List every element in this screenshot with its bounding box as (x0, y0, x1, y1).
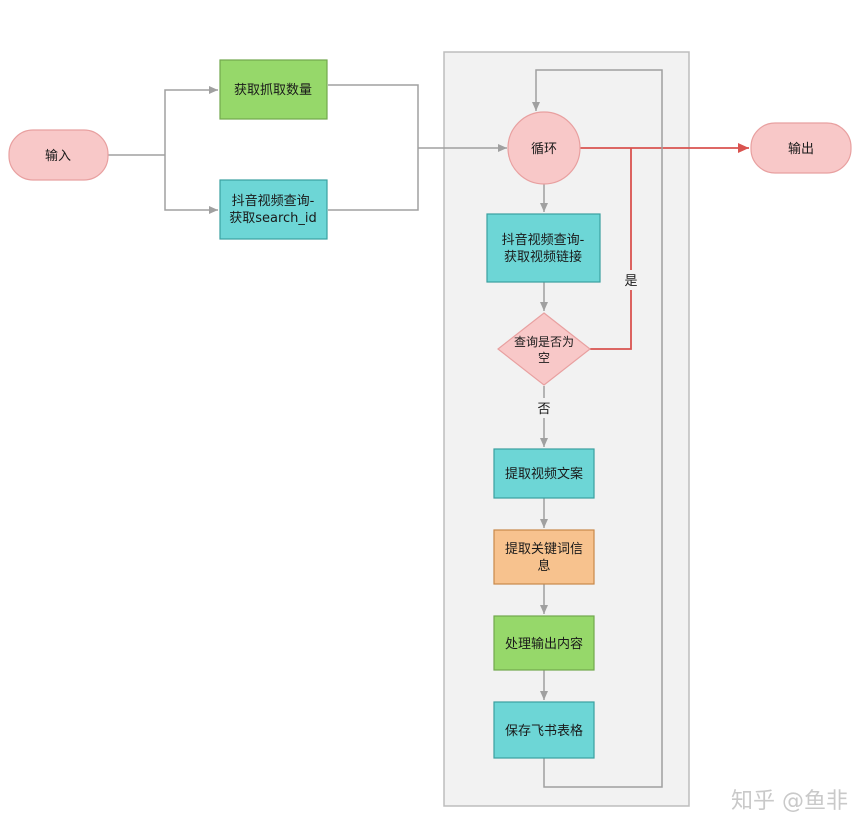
keywords-label-line2: 息 (537, 558, 550, 574)
extract-copy-node (493, 448, 595, 499)
edge-get-count-to-merge (328, 84, 419, 148)
loop-container (443, 51, 690, 807)
input-node (8, 129, 109, 181)
search-id-node (219, 179, 328, 240)
output-node (750, 122, 852, 174)
loop-node (507, 111, 581, 185)
output-label: 输出 (788, 141, 814, 157)
search-id-label-line2: 获取search_id (229, 211, 317, 226)
edge-to-get-count (164, 86, 218, 155)
edge-yes-label-bg (620, 270, 642, 290)
edge-no-label: 否 (537, 402, 550, 417)
process-output-label: 处理输出内容 (505, 636, 583, 652)
process-output-node (493, 615, 595, 671)
loop-label: 循环 (531, 142, 557, 157)
edge-search-id-to-merge (328, 148, 419, 211)
edge-no-label-bg (533, 398, 555, 418)
edge-to-search-id (164, 155, 218, 214)
edge-yes-to-output (590, 148, 632, 350)
save-sheet-label: 保存飞书表格 (505, 723, 583, 739)
video-link-label-line1: 抖音视频查询- (502, 232, 585, 248)
video-link-node (486, 213, 601, 283)
video-link-label-line2: 获取视频链接 (504, 249, 582, 265)
edge-loop-back (532, 69, 663, 788)
save-sheet-node (493, 701, 595, 759)
search-id-label-line1: 抖音视频查询- (232, 193, 315, 209)
edge-yes-label: 是 (624, 274, 637, 289)
get-count-label: 获取抓取数量 (234, 83, 312, 98)
keywords-node (493, 529, 595, 585)
watermark: 知乎 @鱼非 (731, 789, 848, 814)
input-label: 输入 (45, 148, 71, 164)
extract-copy-label: 提取视频文案 (505, 466, 583, 482)
is-empty-decision (497, 312, 591, 386)
keywords-label-line1: 提取关键词信 (505, 541, 583, 557)
get-count-node (219, 59, 328, 120)
is-empty-label-line1: 查询是否为 (514, 335, 574, 349)
is-empty-label-line2: 空 (538, 351, 550, 365)
